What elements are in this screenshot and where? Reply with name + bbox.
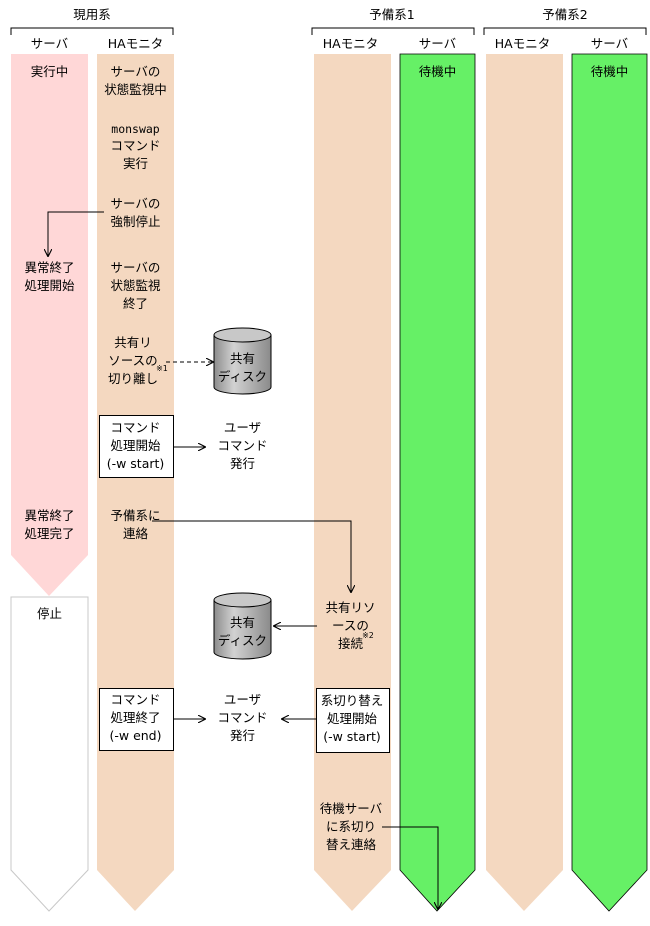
switch-start-box — [316, 688, 390, 753]
sb2-server-lane — [571, 53, 648, 912]
shared-disk-2-icon — [213, 592, 272, 660]
sb1-server-header: サーバ — [418, 36, 457, 51]
step-force-stop: サーバの 強制停止 — [110, 196, 161, 229]
step-monswap-command: monswap — [111, 122, 160, 136]
step-monitor: サーバの 状態監視中 — [104, 64, 167, 97]
active-ha-header: HAモニタ — [107, 36, 164, 51]
disk2-label: 共有 ディスク — [217, 615, 268, 648]
active-server-stopped-lane — [10, 596, 89, 912]
step-cmd-start: コマンド 処理開始 (-w start) — [106, 420, 165, 471]
sb2-server-header: サーバ — [590, 36, 629, 51]
step-notify-standby: 予備系に 連絡 — [110, 508, 161, 541]
force-stop-arrow — [48, 211, 104, 256]
step-abnormal-start: 異常終了 処理開始 — [24, 260, 75, 293]
standby1-group-bracket — [311, 27, 475, 35]
active-ha-lane — [97, 54, 174, 911]
step-attach-note: ※2 — [362, 631, 374, 640]
step-cmd-end: コマンド 処理終了 (-w end) — [109, 692, 162, 743]
step-detach-note: ※1 — [156, 364, 168, 373]
sb2-ha-lane — [486, 54, 563, 911]
step-monitor-end: サーバの 状態監視 終了 — [110, 260, 161, 311]
active-group-label: 現用系 — [73, 7, 111, 22]
sb2-ha-header: HAモニタ — [494, 36, 551, 51]
standby1-group-label: 予備系1 — [369, 7, 415, 22]
notify-switch-arrow — [382, 826, 438, 909]
sb1-ha-header: HAモニタ — [322, 36, 379, 51]
cmd-end-box — [99, 688, 174, 751]
step-attach: 共有リソ ースの 接続 — [325, 600, 376, 651]
sb1-server-waiting-label: 待機中 — [418, 64, 457, 79]
active-server-running-lane — [11, 54, 88, 596]
active-server-running-label: 実行中 — [30, 64, 69, 79]
step-monswap-exec: コマンド 実行 — [110, 138, 161, 171]
notify-standby-arrow — [152, 520, 351, 592]
step-notify-switch: 待機サーバ に系切り 替え連絡 — [319, 801, 383, 852]
standby2-group-label: 予備系2 — [542, 7, 588, 22]
step-detach: 共有リ ソースの 切り離し — [107, 335, 158, 386]
active-group-bracket — [10, 27, 174, 35]
step-abnormal-done: 異常終了 処理完了 — [24, 508, 75, 541]
step-user-cmd-2: ユーザ コマンド 発行 — [217, 692, 268, 743]
disk1-label: 共有 ディスク — [217, 351, 268, 384]
shared-disk-1-icon — [213, 327, 272, 395]
sb1-ha-lane — [314, 54, 391, 911]
step-switch-start: 系切り替え 処理開始 (-w start) — [320, 693, 384, 744]
active-server-stopped-label: 停止 — [36, 606, 62, 621]
sb2-server-waiting-label: 待機中 — [590, 64, 629, 79]
sb1-server-lane — [399, 53, 476, 912]
active-server-header: サーバ — [30, 36, 69, 51]
step-user-cmd-1: ユーザ コマンド 発行 — [217, 420, 268, 471]
cmd-start-box — [99, 415, 174, 478]
standby2-group-bracket — [483, 27, 647, 35]
